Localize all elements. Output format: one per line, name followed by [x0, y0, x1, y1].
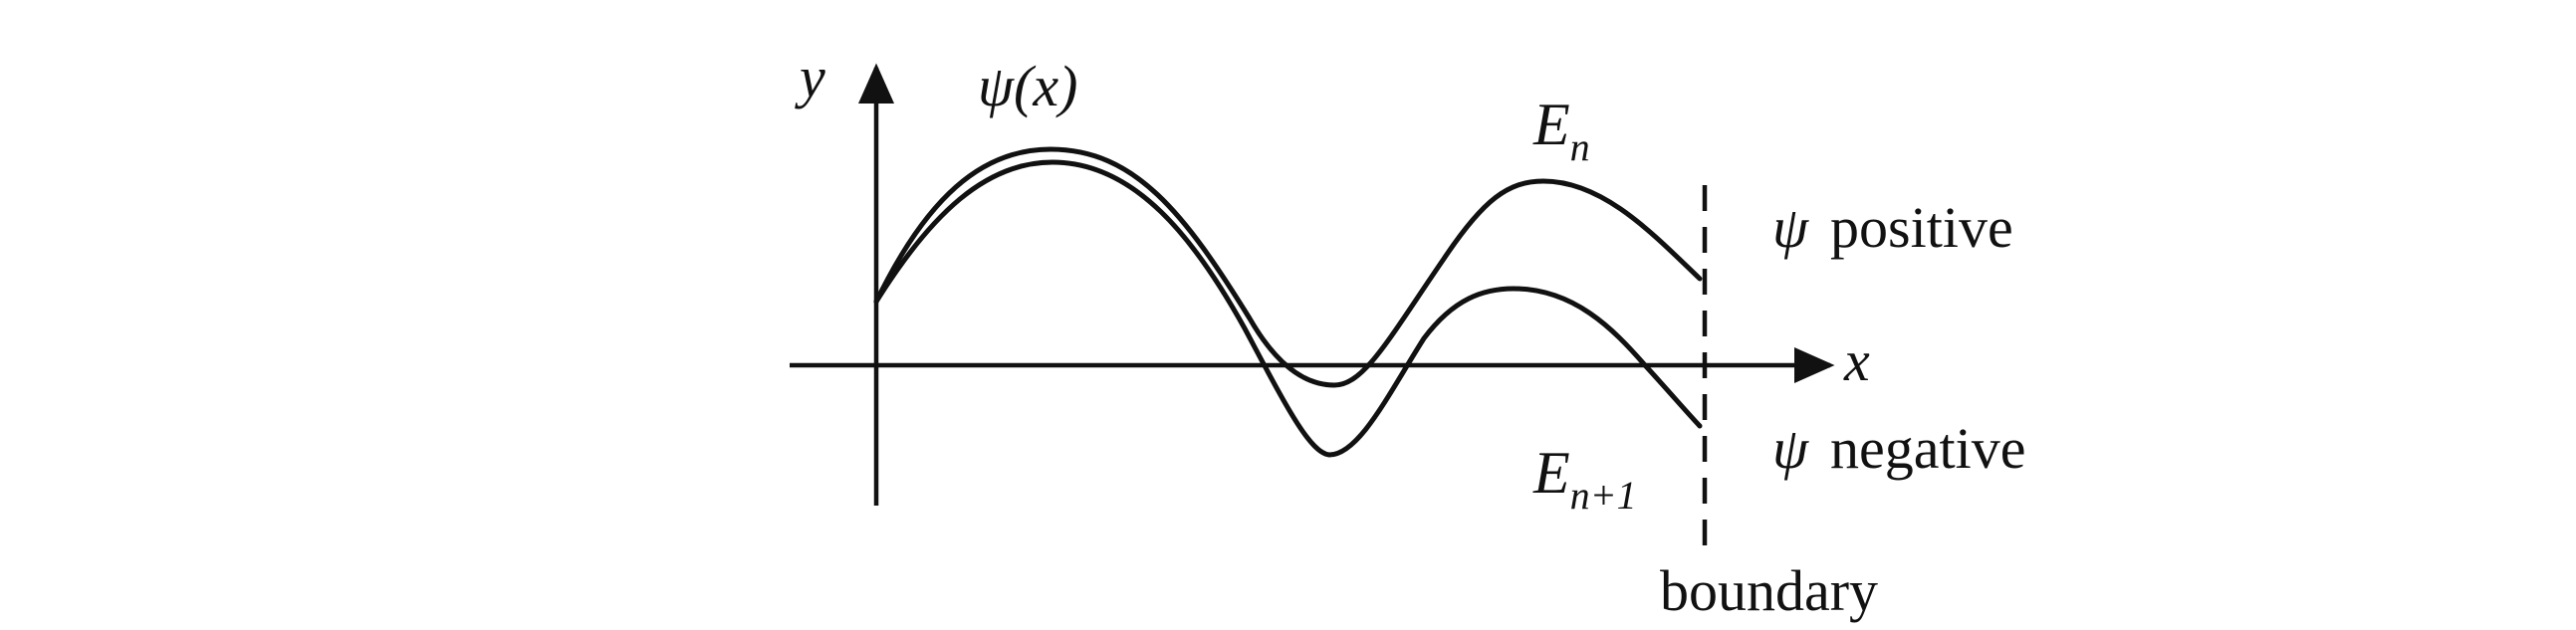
en1-label: En+1	[1532, 440, 1637, 518]
y-axis-label: y	[795, 45, 825, 109]
boundary-label: boundary	[1660, 558, 1878, 623]
x-axis-label: x	[1843, 328, 1870, 393]
curve-en	[873, 146, 1703, 388]
curve-en1	[873, 159, 1703, 458]
en-label: En	[1532, 92, 1590, 169]
psi-x-label: ψ(x)	[978, 54, 1077, 118]
